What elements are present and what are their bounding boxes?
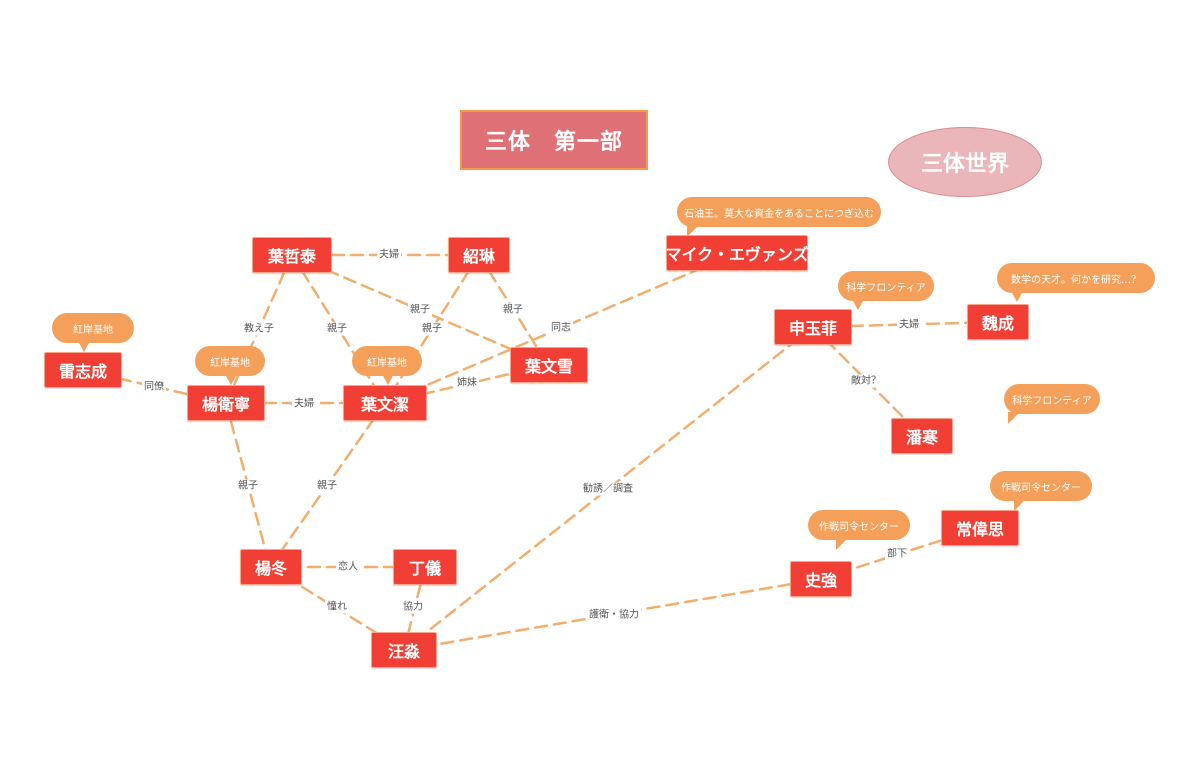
node-chang-weisi[interactable]: 常偉思 bbox=[941, 510, 1019, 546]
node-ye-zhetai[interactable]: 葉哲泰 bbox=[252, 237, 332, 273]
bubble-tail bbox=[225, 374, 237, 385]
diagram-title: 三体 第一部 bbox=[460, 110, 648, 170]
note-shi-qiang: 作戦司令センター bbox=[808, 510, 910, 550]
note-text: 作戦司令センター bbox=[819, 521, 899, 533]
edge-label: 親子 bbox=[315, 479, 339, 493]
edge-label: 夫婦 bbox=[377, 248, 401, 262]
edge-label: 協力 bbox=[401, 600, 425, 614]
node-ye-wenxue[interactable]: 葉文雪 bbox=[510, 347, 588, 383]
node-wang-miao[interactable]: 汪淼 bbox=[371, 632, 437, 668]
note-text: 数学の天才。何かを研究…？ bbox=[1011, 274, 1141, 286]
node-shi-qiang[interactable]: 史強 bbox=[790, 561, 852, 597]
edge-label: 親子 bbox=[408, 303, 432, 317]
bubble-tail bbox=[1011, 291, 1023, 302]
bubble-tail bbox=[382, 374, 394, 385]
bubble-tail bbox=[836, 538, 848, 550]
edge-label: 同志 bbox=[549, 321, 573, 335]
note-text: 科学フロンティア bbox=[1012, 395, 1092, 407]
bubble-tail bbox=[687, 225, 699, 237]
edge-label: 敵対？ bbox=[849, 374, 883, 388]
note-text: 紅岸基地 bbox=[73, 324, 113, 336]
trisolaris-world-label: 三体世界 bbox=[888, 127, 1042, 197]
note-text: 紅岸基地 bbox=[210, 357, 250, 369]
edge-label: 夫婦 bbox=[292, 397, 316, 411]
node-yang-dong[interactable]: 楊冬 bbox=[240, 549, 302, 585]
node-ding-yi[interactable]: 丁儀 bbox=[393, 549, 457, 585]
note-mike-evans: 石油王。莫大な資金をあることにつぎ込む bbox=[677, 197, 881, 237]
note-text: 紅岸基地 bbox=[367, 357, 407, 369]
node-lei-zhicheng[interactable]: 雷志成 bbox=[44, 352, 122, 388]
edge-label: 憧れ bbox=[325, 600, 349, 614]
edge-label: 親子 bbox=[501, 303, 525, 317]
node-ye-wenjie[interactable]: 葉文潔 bbox=[343, 385, 427, 421]
bubble-tail bbox=[1008, 412, 1020, 424]
note-text: 石油王。莫大な資金をあることにつぎ込む bbox=[684, 208, 874, 220]
edge-label: 同僚 bbox=[142, 380, 166, 394]
edge-label: 親子 bbox=[236, 479, 260, 493]
bubble-tail bbox=[78, 341, 90, 352]
note-text: 科学フロンティア bbox=[846, 282, 926, 294]
node-wei-cheng[interactable]: 魏成 bbox=[967, 304, 1029, 340]
note-wei-cheng: 数学の天才。何かを研究…？ bbox=[997, 263, 1155, 302]
bubble-tail bbox=[852, 299, 864, 310]
node-shen-yufei[interactable]: 申玉菲 bbox=[774, 309, 852, 345]
node-shao-lin[interactable]: 紹琳 bbox=[448, 237, 510, 273]
edge-label: 親子 bbox=[420, 322, 444, 336]
edge-label: 親子 bbox=[325, 322, 349, 336]
note-chang-weisi: 作戦司令センター bbox=[990, 471, 1092, 511]
note-shen-yufei: 科学フロンティア bbox=[838, 271, 934, 310]
bubble-tail bbox=[1014, 499, 1026, 511]
node-yang-weining[interactable]: 楊衛寧 bbox=[187, 385, 265, 421]
edge-label: 勧誘／調査 bbox=[581, 482, 635, 496]
edge-label: 護衛・協力 bbox=[587, 608, 641, 622]
edge-label: 夫婦 bbox=[897, 318, 921, 332]
note-pan-han: 科学フロンティア bbox=[1004, 384, 1100, 424]
edge-label: 部下 bbox=[885, 547, 909, 561]
note-lei-zhicheng: 紅岸基地 bbox=[52, 313, 134, 352]
note-ye-wenjie: 紅岸基地 bbox=[352, 346, 422, 385]
edge-label: 恋人 bbox=[336, 560, 360, 574]
edge-label: 姉妹 bbox=[455, 376, 479, 390]
note-text: 作戦司令センター bbox=[1001, 482, 1081, 494]
node-mike-evans[interactable]: マイク・エヴァンズ bbox=[665, 235, 809, 271]
node-pan-han[interactable]: 潘寒 bbox=[891, 418, 953, 454]
edge-label: 教え子 bbox=[242, 322, 276, 336]
note-yang-weining: 紅岸基地 bbox=[195, 346, 265, 385]
